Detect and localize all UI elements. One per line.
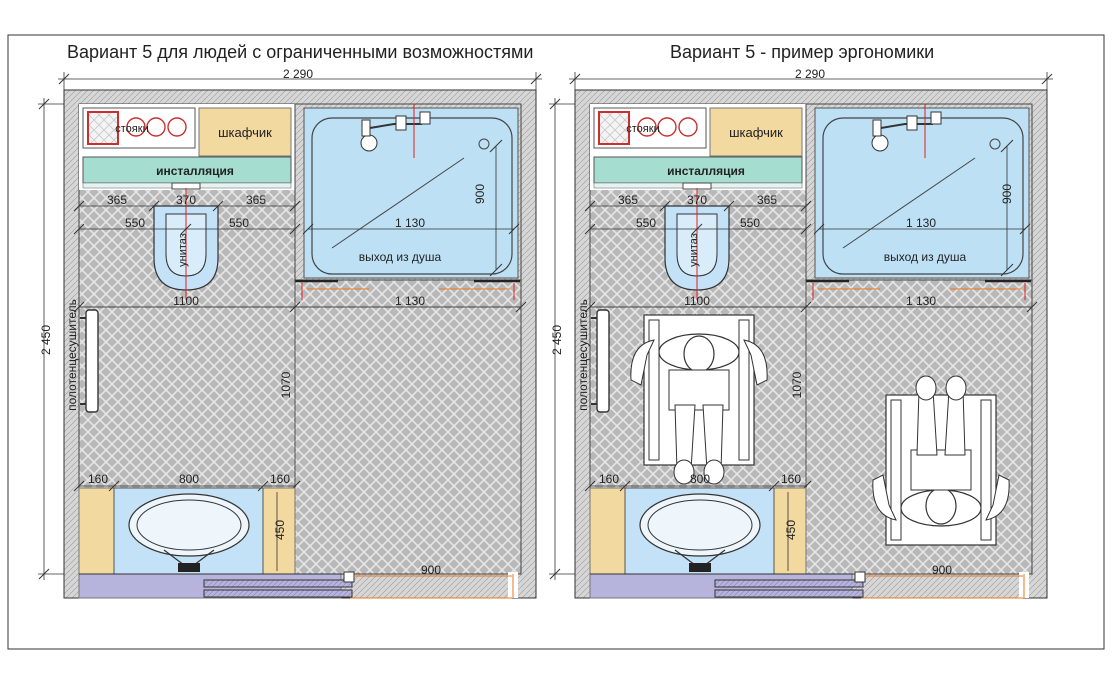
left-dim-370: 370 [176, 193, 196, 207]
right-dim-1130b: 1 130 [906, 294, 936, 308]
left-dim-900v: 900 [473, 184, 487, 204]
right-label-toilet: унитаз [688, 233, 700, 267]
right-dim-370: 370 [687, 193, 707, 207]
right-dim-160b: 160 [781, 472, 801, 486]
left-label-installation: инсталляция [156, 164, 234, 178]
right-dim-550a: 550 [636, 216, 656, 230]
right-label-installation: инсталляция [667, 164, 745, 178]
right-dim-1100: 1100 [684, 294, 710, 308]
left-dim-365b: 365 [246, 193, 266, 207]
right-dim-365b: 365 [757, 193, 777, 207]
right-plan [547, 70, 1055, 600]
right-label-cabinet: шкафчик [729, 125, 783, 140]
right-dim-450: 450 [784, 520, 798, 540]
left-dim-overall-height: 2 450 [39, 325, 53, 355]
right-dim-overall-width: 2 290 [795, 67, 825, 81]
right-dim-160a: 160 [599, 472, 619, 486]
left-dim-550a: 550 [125, 216, 145, 230]
left-dim-550b: 550 [229, 216, 249, 230]
right-label-stoyaki: стояки [626, 123, 659, 135]
left-dim-365a: 365 [107, 193, 127, 207]
right-dim-overall-height: 2 450 [550, 325, 564, 355]
right-dim-800: 800 [690, 472, 710, 486]
left-label-towel-dryer: полотенцесушитель [65, 299, 79, 411]
right-label-shower-exit: выход из душа [884, 250, 967, 264]
left-label-stoyaki: стояки [115, 123, 148, 135]
left-dim-160b: 160 [270, 472, 290, 486]
left-label-shower-exit: выход из душа [359, 250, 442, 264]
right-dim-1070: 1070 [790, 371, 804, 398]
left-dim-1100: 1100 [173, 294, 199, 308]
left-dim-160a: 160 [88, 472, 108, 486]
left-plan [36, 70, 544, 600]
left-dim-1130b: 1 130 [395, 294, 425, 308]
right-title: Вариант 5 - пример эргономики [670, 42, 934, 62]
right-dim-550b: 550 [740, 216, 760, 230]
left-dim-1070: 1070 [279, 371, 293, 398]
left-dim-450: 450 [273, 520, 287, 540]
right-dim-365a: 365 [618, 193, 638, 207]
right-dim-900v: 900 [1000, 184, 1014, 204]
left-dim-overall-width: 2 290 [283, 67, 313, 81]
left-title: Вариант 5 для людей с ограниченными возм… [67, 42, 533, 62]
wheelchair-user-icon [630, 314, 768, 485]
right-dim-900h: 900 [932, 563, 952, 577]
left-label-toilet: унитаз [177, 233, 189, 267]
left-dim-900h: 900 [421, 563, 441, 577]
right-label-towel-dryer: полотенцесушитель [576, 299, 590, 411]
left-label-cabinet: шкафчик [218, 125, 272, 140]
left-dim-1130a: 1 130 [395, 216, 425, 230]
left-dim-800: 800 [179, 472, 199, 486]
right-dim-1130a: 1 130 [906, 216, 936, 230]
wheelchair-user-rotated-icon [872, 375, 1010, 546]
